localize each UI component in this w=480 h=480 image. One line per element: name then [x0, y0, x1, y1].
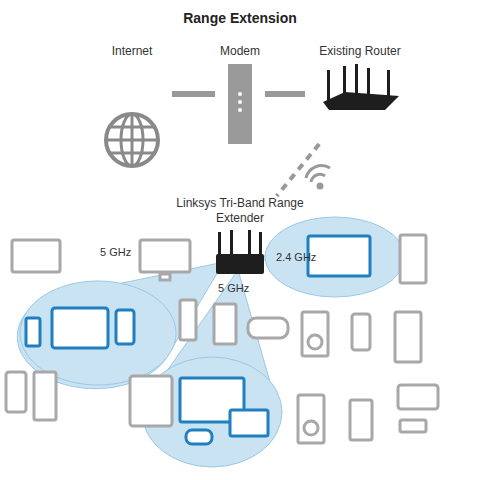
device-icon-part [367, 68, 370, 98]
wireless-link [277, 144, 319, 196]
gray-device-part [302, 312, 328, 356]
device-label: Existing Router [305, 44, 415, 59]
device-icon-part [106, 114, 158, 166]
coverage-bubble-part [20, 281, 176, 385]
device-icon-part [218, 232, 221, 256]
band-label: 5 GHz [100, 246, 131, 258]
covered-device-part [116, 310, 134, 344]
device-icon-part [216, 254, 264, 274]
covered-device [26, 236, 370, 444]
gray-device-part [130, 376, 172, 426]
device-node: Internet [92, 44, 172, 144]
band-label: 2.4 GHz [276, 251, 316, 263]
gray-device-part [180, 300, 196, 340]
device-icon [228, 64, 252, 144]
covered-device-part [26, 318, 40, 346]
gray-device-part [304, 421, 318, 435]
gray-device-part [350, 400, 372, 440]
gray-device-part [400, 420, 426, 432]
device-icon-part [238, 108, 242, 112]
gray-device-part [395, 312, 421, 362]
covered-device-part [52, 308, 108, 348]
gray-device-part [400, 235, 426, 283]
device-icon-part [228, 64, 252, 144]
device-icon-part [238, 100, 242, 104]
wifi-symbol-part [318, 184, 322, 188]
device-icon-part [106, 139, 158, 142]
coverage-bubble [17, 217, 405, 467]
device-icon-part [248, 230, 251, 254]
device-node: Modem [215, 44, 265, 144]
gray-device-part [308, 335, 322, 349]
gray-device-part [160, 274, 170, 280]
gray-device [6, 235, 438, 443]
gray-device-part [34, 372, 56, 420]
gray-device-part [352, 314, 370, 350]
diagram-title: Range Extension [0, 10, 480, 26]
gray-device-part [12, 240, 60, 272]
device-icon-part [343, 66, 346, 96]
device-icon [212, 230, 268, 280]
device-icon-part [238, 92, 242, 96]
gray-device-part [140, 240, 190, 272]
device-label: Linksys Tri-Band Range Extender [175, 196, 305, 226]
covered-device-part [230, 410, 268, 436]
device-node: Existing Router [305, 44, 415, 144]
gray-device-part [248, 318, 288, 338]
covered-device-part [186, 430, 212, 444]
gray-device-part [298, 395, 324, 443]
covered-device-part [308, 236, 370, 276]
coverage-bubble-part [265, 217, 405, 297]
cable-line [172, 91, 215, 97]
wifi-symbol [306, 166, 330, 188]
device-icon-part [355, 64, 358, 94]
gray-device-part [398, 385, 438, 409]
band-label: 5 GHz [218, 282, 249, 294]
gray-device-part [214, 304, 236, 344]
gray-device-part [6, 372, 26, 412]
device-icon-part [327, 70, 330, 102]
device-label: Internet [92, 44, 172, 59]
device-icon-part [387, 70, 390, 100]
device-icon-part [259, 232, 262, 256]
device-icon-part [230, 230, 233, 254]
wifi-symbol-part [311, 174, 325, 182]
cable-line [265, 91, 305, 97]
device-icon [102, 110, 162, 170]
device-icon-part [111, 127, 153, 153]
device-label: Modem [215, 44, 265, 59]
device-node: Linksys Tri-Band Range Extender [175, 196, 305, 286]
wifi-symbol-part [306, 166, 330, 178]
device-icon [315, 64, 405, 120]
